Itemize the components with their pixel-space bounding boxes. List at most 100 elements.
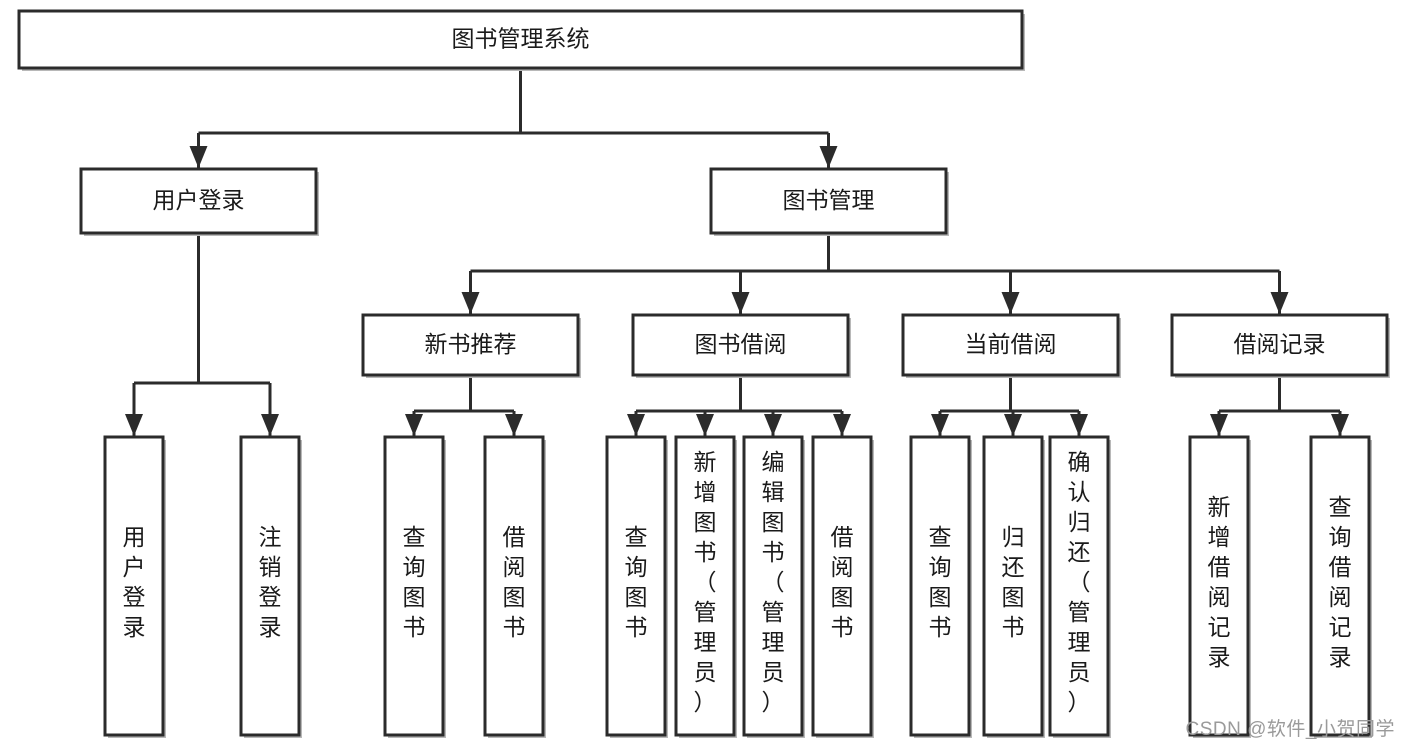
box-outline [1048, 435, 1110, 737]
node-label-char: 图 [503, 584, 526, 610]
node-label-char: 借 [1208, 554, 1231, 580]
node-label-char: 书 [929, 614, 952, 640]
node-label-char: 理 [694, 629, 717, 655]
node-label-char: 管 [762, 599, 785, 625]
node-label-char: 阅 [1329, 584, 1352, 610]
connector-layer [125, 68, 1349, 436]
node-label-char: 理 [1068, 629, 1091, 655]
node-label-char: 录 [123, 614, 146, 640]
node-label-char: 书 [694, 539, 717, 565]
node-label-char: （ [694, 569, 717, 595]
arrow-head-icon [1001, 292, 1020, 314]
node-current-borrow[interactable]: 当前借阅 [901, 313, 1121, 378]
node-label-char: 图 [694, 509, 717, 535]
node-label-char: 登 [259, 584, 282, 610]
node-label: 图书管理 [783, 187, 875, 213]
node-label-char: 询 [403, 554, 426, 580]
node-label-char: 书 [1002, 614, 1025, 640]
box-outline [239, 435, 301, 737]
node-label-char: 阅 [831, 554, 854, 580]
box-outline [709, 167, 948, 235]
node-label: 当前借阅 [965, 331, 1057, 357]
node-label-char: 借 [1329, 554, 1352, 580]
node-label-char: 登 [123, 584, 146, 610]
node-book-management[interactable]: 图书管理 [709, 167, 949, 236]
arrow-head-icon [819, 146, 838, 168]
arrow-head-icon [627, 414, 645, 436]
node-label-char: 管 [694, 599, 717, 625]
node-label-char: 阅 [503, 554, 526, 580]
node-label-char: 用 [123, 524, 146, 550]
node-label: 图书管理系统 [452, 26, 590, 52]
node-label-char: 员 [1068, 659, 1091, 685]
node-label-char: 图 [625, 584, 648, 610]
arrow-head-icon [1210, 414, 1228, 436]
node-label-char: 图 [762, 509, 785, 535]
node-label-char: 图 [403, 584, 426, 610]
box-outline [1188, 435, 1250, 737]
box-outline [103, 435, 165, 737]
node-label-char: 录 [1329, 644, 1352, 670]
box-outline [361, 313, 580, 377]
node-label-char: ） [1068, 689, 1091, 715]
box-outline [383, 435, 445, 737]
node-label-char: 图 [929, 584, 952, 610]
node-label-char: 新 [1208, 494, 1231, 520]
arrow-head-icon [731, 292, 750, 314]
node-label-char: （ [762, 569, 785, 595]
box-outline [811, 435, 873, 737]
node-label-char: 归 [1068, 509, 1091, 535]
node-label-char: 确 [1068, 449, 1091, 475]
node-label-char: ） [694, 689, 717, 715]
node-label-char: 图 [1002, 584, 1025, 610]
box-outline [605, 435, 667, 737]
node-label-char: 归 [1002, 524, 1025, 550]
arrow-head-icon [833, 414, 851, 436]
node-label-char: 员 [694, 659, 717, 685]
node-label-char: 书 [503, 614, 526, 640]
node-label-char: 户 [123, 554, 146, 580]
node-label-char: 书 [831, 614, 854, 640]
node-label-char: 录 [259, 614, 282, 640]
box-outline [1309, 435, 1371, 737]
box-outline [631, 313, 850, 377]
node-label-char: 注 [259, 524, 282, 550]
box-outline [901, 313, 1120, 377]
node-new-book-recommend[interactable]: 新书推荐 [361, 313, 581, 378]
arrow-head-icon [1070, 414, 1088, 436]
node-user-login[interactable]: 用户登录 [79, 167, 319, 236]
node-label-char: 录 [1208, 644, 1231, 670]
node-root-book-management-system[interactable]: 图书管理系统 [17, 9, 1025, 71]
node-label-char: 编 [762, 449, 785, 475]
node-label-char: 询 [929, 554, 952, 580]
arrow-head-icon [931, 414, 949, 436]
node-label-char: 图 [831, 584, 854, 610]
node-label: 新书推荐 [425, 331, 517, 357]
node-label-char: 新 [694, 449, 717, 475]
arrow-head-icon [125, 414, 143, 436]
node-book-borrow[interactable]: 图书借阅 [631, 313, 851, 378]
node-label-char: 销 [259, 554, 282, 580]
node-borrow-record[interactable]: 借阅记录 [1170, 313, 1390, 378]
arrow-head-icon [696, 414, 714, 436]
node-label-char: 查 [1329, 494, 1352, 520]
box-outline [982, 435, 1044, 737]
node-label-char: 书 [403, 614, 426, 640]
node-layer: 图书管理系统用户登录图书管理新书推荐图书借阅当前借阅借阅记录用户登录注销登录查询… [17, 9, 1390, 738]
node-label-char: 查 [403, 524, 426, 550]
node-leaf-user-login[interactable]: 用户登录 [103, 435, 166, 738]
node-label-char: 查 [625, 524, 648, 550]
node-label-char: 书 [625, 614, 648, 640]
